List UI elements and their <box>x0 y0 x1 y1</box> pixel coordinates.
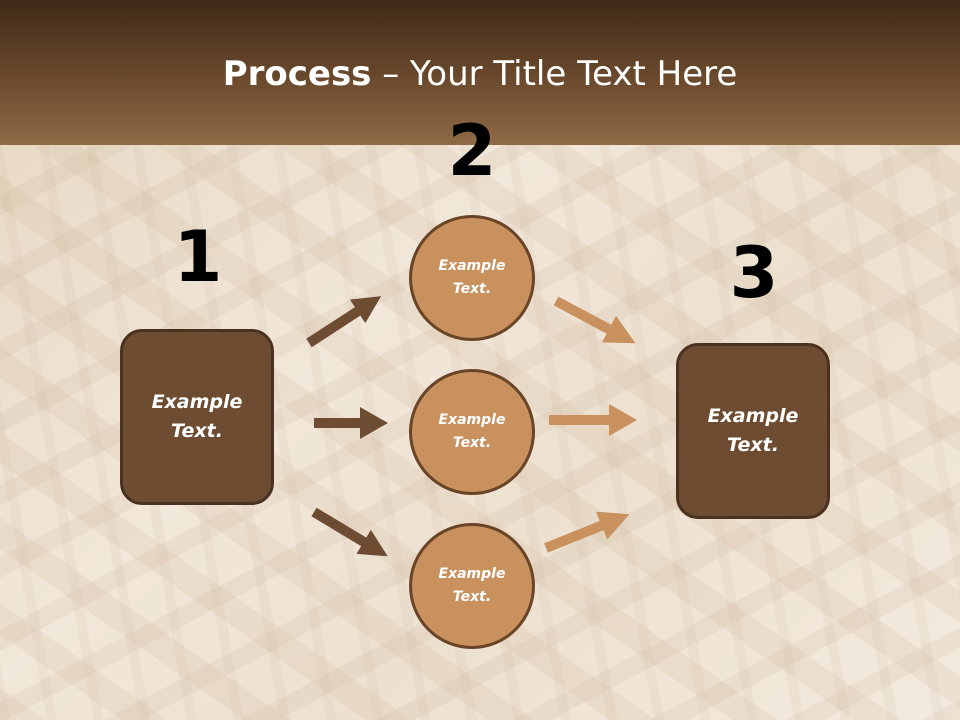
arrow-middle-to-right-box <box>549 404 637 436</box>
right-box-text: Example Text. <box>707 405 799 456</box>
circle-bottom-text: Example Text. <box>438 566 506 605</box>
arrow-top-to-right-box <box>553 296 636 344</box>
slide-title[interactable]: Process – Your Title Text Here <box>0 52 960 96</box>
arrow-to-bottom-circle <box>311 507 388 557</box>
step-number-2: 2 <box>447 110 497 192</box>
circle-middle[interactable]: Example Text. <box>409 369 535 495</box>
arrow-to-middle-circle <box>314 407 388 439</box>
arrow-to-top-circle <box>306 296 382 348</box>
arrow-bottom-to-right-box <box>544 511 630 553</box>
title-rest: – Your Title Text Here <box>371 54 738 94</box>
title-bar: Process – Your Title Text Here <box>0 0 960 145</box>
circle-middle-text: Example Text. <box>438 412 506 451</box>
step-number-1: 1 <box>173 216 223 298</box>
circle-bottom[interactable]: Example Text. <box>409 523 535 649</box>
circle-top-text: Example Text. <box>438 258 506 297</box>
right-process-box[interactable]: Example Text. <box>676 343 830 519</box>
circle-top[interactable]: Example Text. <box>409 215 535 341</box>
step-number-3: 3 <box>729 232 779 314</box>
title-bold: Process <box>222 54 372 94</box>
left-box-text: Example Text. <box>151 391 243 442</box>
left-process-box[interactable]: Example Text. <box>120 329 274 505</box>
